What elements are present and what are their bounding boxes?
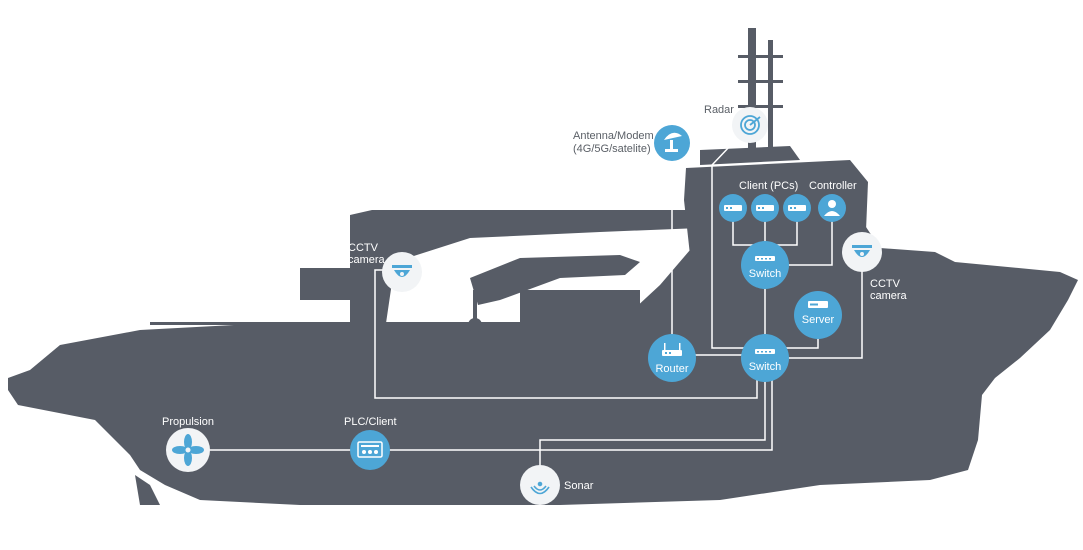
antenna-node[interactable] [654, 125, 690, 161]
radar-icon [740, 115, 761, 135]
user-icon [824, 200, 840, 216]
label-cctv-left-line1: CCTV [348, 242, 378, 254]
server-node[interactable] [794, 291, 842, 339]
sonar-node[interactable] [520, 465, 560, 505]
controller-node[interactable] [818, 194, 846, 222]
link-radar [711, 124, 765, 349]
label-antenna-line2: (4G/5G/satelite) [573, 143, 651, 155]
crane-boom [470, 255, 640, 305]
label-radar: Radar [704, 104, 734, 116]
cctv-right-node[interactable] [842, 232, 882, 272]
router-icon [662, 343, 682, 356]
client-pc-2[interactable] [751, 194, 779, 222]
midship-deck [520, 290, 640, 330]
mast-yard-3 [738, 105, 783, 108]
upper-deck [300, 268, 360, 300]
label-client-pcs: Client (PCs) [739, 180, 799, 192]
hull [8, 218, 1078, 505]
crane-body [350, 210, 700, 330]
nodes [166, 107, 882, 505]
pc-icon [788, 205, 806, 211]
cctv-left-node[interactable] [382, 252, 422, 292]
propulsion-node[interactable] [166, 428, 210, 472]
crane-hook [468, 318, 482, 332]
switch-main-node[interactable] [741, 334, 789, 382]
mast-secondary [768, 40, 773, 150]
ship-silhouette [8, 28, 1078, 505]
propeller-icon [172, 434, 204, 466]
plc-icon [357, 441, 383, 458]
label-plc-client: PLC/Client [344, 416, 397, 428]
radar-node[interactable] [732, 107, 768, 143]
client-pc-1[interactable] [719, 194, 747, 222]
label-switch-top: Switch [748, 268, 782, 280]
label-cctv-left-line2: camera [348, 254, 385, 266]
link-cctv-right [765, 253, 863, 359]
sonar-icon [530, 481, 550, 495]
stern-rail [150, 322, 300, 325]
pc-icon [756, 205, 774, 211]
satellite-dish-icon [664, 132, 682, 152]
skeg [135, 475, 160, 505]
label-switch-main: Switch [748, 361, 782, 373]
link-sonar [539, 360, 766, 485]
switch-top-node[interactable] [741, 241, 789, 289]
label-server: Server [801, 314, 835, 326]
mast-yard-2 [738, 80, 783, 83]
label-sonar: Sonar [564, 480, 594, 492]
label-propulsion: Propulsion [162, 416, 214, 428]
label-cctv-right-line1: CCTV [870, 278, 900, 290]
mast [748, 28, 756, 158]
pc-icon [724, 205, 742, 211]
client-pc-3[interactable] [783, 194, 811, 222]
plc-node[interactable] [350, 430, 390, 470]
label-router: Router [655, 363, 689, 375]
mast-yard-1 [738, 55, 783, 58]
label-antenna-line1: Antenna/Modem [573, 130, 654, 142]
crane-cable [473, 290, 477, 320]
label-cctv-right-line2: camera [870, 290, 907, 302]
router-node[interactable] [648, 334, 696, 382]
label-controller: Controller [809, 180, 857, 192]
